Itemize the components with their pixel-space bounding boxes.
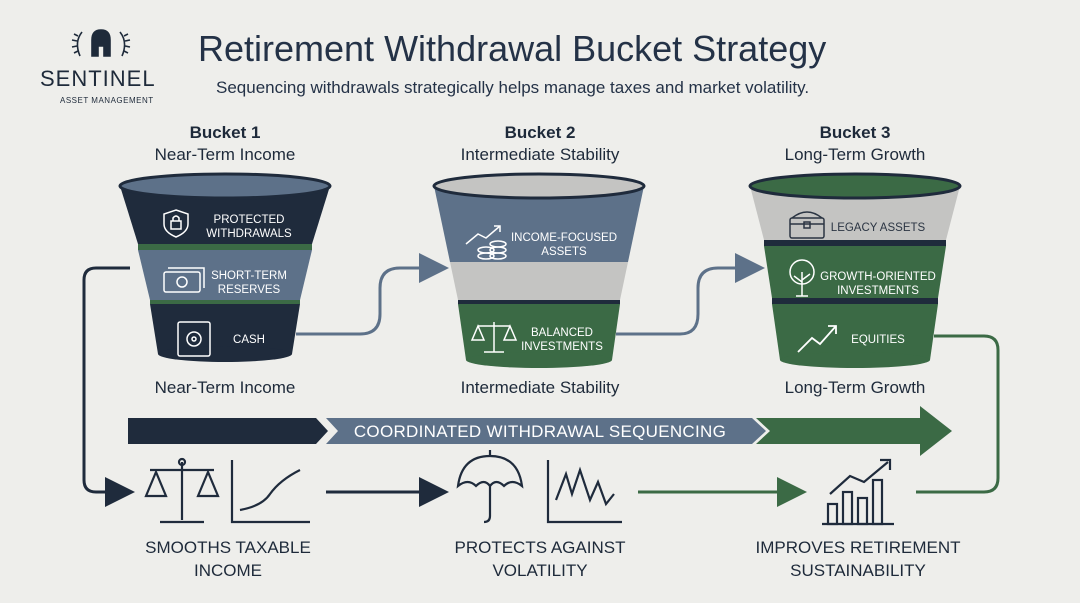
logo-name: SENTINEL — [40, 66, 156, 91]
loop-arrow-right — [916, 334, 1000, 494]
bucket-2: INCOME-FOCUSED ASSETS BALANCED INVESTMEN… — [432, 172, 646, 368]
bucket-3-footer: Long-Term Growth — [784, 378, 926, 397]
loop-arrow-left — [82, 266, 135, 507]
bucket-3-number: Bucket 3 — [819, 123, 891, 142]
helmet-laurel-icon — [71, 29, 131, 57]
benefit-2: PROTECTS AGAINST VOLATILITY — [410, 536, 670, 582]
logo-emblem — [71, 29, 131, 57]
cash-stack-icon — [163, 267, 205, 293]
bucket-1-number: Bucket 1 — [189, 123, 261, 142]
bucket-1-footer: Near-Term Income — [154, 378, 296, 397]
volatile-line-chart-icon — [546, 460, 622, 524]
bucket-2-seg-1-line-2: ASSETS — [541, 246, 587, 258]
benefit-3-line-2: SUSTAINABILITY — [790, 561, 926, 580]
benefit-3-line-1: IMPROVES RETIREMENT — [755, 538, 961, 557]
bucket-3-seg-1-line-1: LEGACY ASSETS — [831, 222, 926, 234]
smooth-curve-chart-icon — [230, 460, 310, 524]
bucket-3-seg-2-line-1: GROWTH-ORIENTED — [820, 271, 936, 283]
logo-subname: ASSET MANAGEMENT — [60, 96, 154, 105]
bucket-2-seg-1-line-1: INCOME-FOCUSED — [511, 232, 617, 244]
benefit-2-line-2: VOLATILITY — [492, 561, 588, 580]
treasure-chest-icon — [789, 211, 825, 239]
umbrella-icon — [456, 450, 524, 524]
bucket-1-seg-1-line-1: PROTECTED — [214, 214, 285, 226]
bucket-3-name: Long-Term Growth — [784, 145, 926, 164]
scale-icon — [144, 457, 220, 524]
coins-growth-icon — [465, 225, 507, 260]
benefit-3: IMPROVES RETIREMENT SUSTAINABILITY — [728, 536, 988, 582]
bucket-2-seg-2-line-1: BALANCED — [531, 327, 593, 339]
bucket-2-footer: Intermediate Stability — [460, 378, 620, 397]
bucket-1-seg-1-line-2: WITHDRAWALS — [206, 228, 292, 240]
bucket-1-heading: Bucket 1 Near-Term Income — [105, 123, 345, 165]
benefit-1: SMOOTHS TAXABLE INCOME — [98, 536, 358, 582]
safe-icon — [177, 321, 211, 357]
bucket-1-seg-3-line-1: CASH — [233, 334, 265, 346]
bucket-2-number: Bucket 2 — [504, 123, 576, 142]
bucket-2-seg-2-line-2: INVESTMENTS — [521, 341, 603, 353]
bucket-3-seg-3-line-1: EQUITIES — [851, 334, 905, 346]
bucket-1: PROTECTED WITHDRAWALS SHORT-TERM RESERVE… — [118, 172, 332, 362]
connector-1-to-2 — [296, 253, 449, 336]
tree-icon — [789, 259, 815, 297]
connector-2-to-3 — [616, 253, 765, 336]
bucket-1-seg-2-line-2: RESERVES — [218, 284, 281, 296]
bar-chart-growth-icon — [822, 458, 894, 526]
band-label: COORDINATED WITHDRAWAL SEQUENCING — [354, 422, 726, 441]
benefit-1-line-1: SMOOTHS TAXABLE — [145, 538, 311, 557]
bucket-3: LEGACY ASSETS GROWTH-ORIENTED INVESTMENT… — [748, 172, 962, 368]
bucket-2-heading: Bucket 2 Intermediate Stability — [420, 123, 660, 165]
sequencing-band: COORDINATED WITHDRAWAL SEQUENCING — [128, 406, 952, 456]
bucket-3-seg-2-line-2: INVESTMENTS — [837, 285, 919, 297]
bucket-1-seg-2-line-1: SHORT-TERM — [211, 270, 287, 282]
bucket-2-name: Intermediate Stability — [460, 145, 620, 164]
shield-lock-icon — [163, 209, 189, 238]
benefit-2-line-1: PROTECTS AGAINST — [454, 538, 626, 557]
balance-scale-icon — [470, 322, 518, 353]
benefit-1-line-2: INCOME — [194, 561, 262, 580]
bucket-3-heading: Bucket 3 Long-Term Growth — [735, 123, 975, 165]
bucket-1-name: Near-Term Income — [154, 145, 296, 164]
page-title: Retirement Withdrawal Bucket Strategy — [198, 28, 827, 69]
page-subtitle: Sequencing withdrawals strategically hel… — [216, 78, 810, 97]
trend-up-icon — [797, 325, 837, 353]
